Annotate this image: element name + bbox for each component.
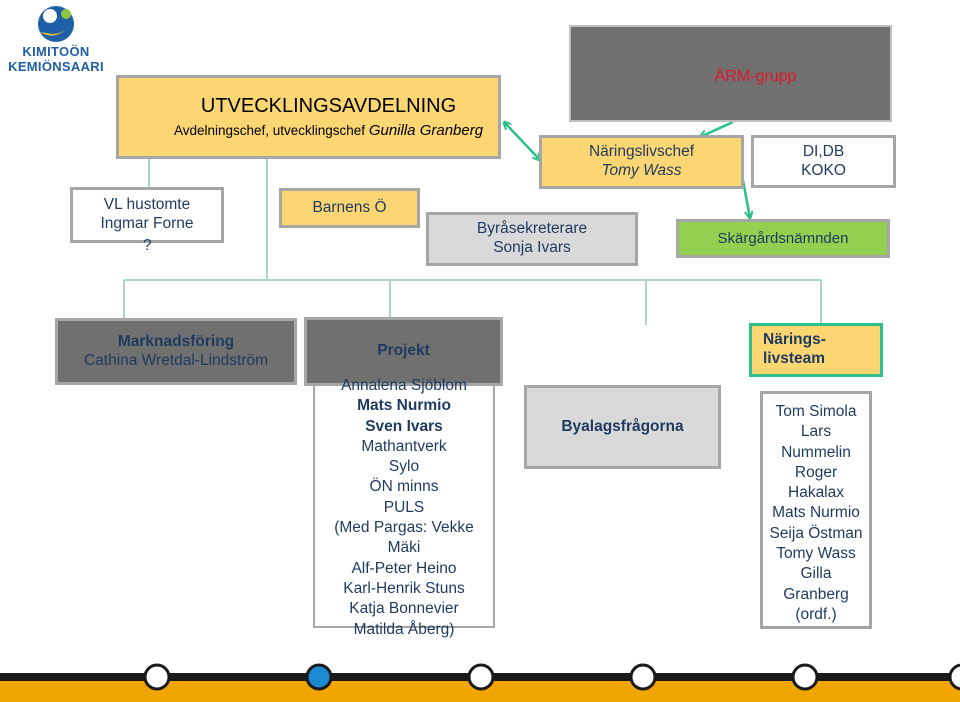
byra-title: Byråsekreterare <box>476 220 588 238</box>
arm-grupp-label: ÄRM-grupp <box>714 68 797 85</box>
barnens-o-box: Barnens Ö <box>279 188 420 228</box>
team-member: Gilla <box>800 565 832 583</box>
projekt-line: Karl-Henrik Stuns <box>343 579 465 597</box>
naringslivsteam-header-box: Närings- livsteam <box>749 323 883 377</box>
projekt-line: (Med Pargas: Vekke <box>334 519 474 537</box>
projekt-line: Alf-Peter Heino <box>351 559 457 577</box>
timeline-orange-bar <box>0 680 960 702</box>
arm-grupp-box: ÄRM-grupp <box>569 25 892 122</box>
team-member: Lars <box>800 423 832 441</box>
timeline-dot <box>629 663 657 691</box>
timeline-dot-active <box>305 663 333 691</box>
vl-line2: Ingmar Forne <box>100 215 194 232</box>
projekt-line: Annalena Sjöblom <box>341 377 467 394</box>
projekt-line: ÖN minns <box>369 478 439 496</box>
byalagsfragorna-box: Byalagsfrågorna <box>524 385 721 469</box>
marknad-name: Cathina Wretdal-Lindström <box>83 351 269 369</box>
byrasekreterare-box: Byråsekreterare Sonja Ivars <box>426 212 638 266</box>
timeline-dot <box>791 663 819 691</box>
naringslivschef-box: Näringslivschef Tomy Wass <box>539 135 744 189</box>
projekt-line: Matilda Åberg) <box>353 620 455 638</box>
team-member: Tom Simola <box>775 403 857 420</box>
logo-mark-icon <box>38 6 74 42</box>
didb-koko-box: DI,DB KOKO <box>751 135 896 188</box>
naringslivschef-name: Tomy Wass <box>601 162 682 179</box>
projekt-lines: Annalena Sjöblom Mats Nurmio Sven Ivars … <box>313 376 495 640</box>
didb-line2: KOKO <box>801 161 846 179</box>
utvecklingsavdelning-box: UTVECKLINGSAVDELNING Avdelningschef, utv… <box>116 75 501 159</box>
naringslivsteam-members-box: Tom Simola Lars Nummelin Roger Hakalax M… <box>760 391 872 629</box>
timeline-dot <box>948 663 960 691</box>
byra-name: Sonja Ivars <box>493 239 571 256</box>
arrow-utv-naring <box>504 122 540 160</box>
projekt-header-box: Projekt <box>304 317 503 386</box>
team-member: Tomy Wass <box>776 545 856 563</box>
timeline-dot <box>467 663 495 691</box>
naringslivschef-title: Näringslivschef <box>588 143 695 161</box>
marknadsforing-box: Marknadsföring Cathina Wretdal-Lindström <box>55 318 297 385</box>
didb-line1: DI,DB <box>802 142 845 160</box>
utveckling-name: Gunilla Granberg <box>368 122 484 139</box>
projekt-line: Sven Ivars <box>365 417 443 435</box>
vl-line3: ? <box>143 237 152 254</box>
arrow-arm-naring <box>700 120 734 137</box>
projekt-line: Mäki <box>387 539 421 557</box>
team-member: Mats Nurmio <box>772 504 860 522</box>
skargardsnamnden-box: Skärgårdsnämnden <box>676 219 890 258</box>
utveckling-subtitle-row: Avdelningschef, utvecklingschef Gunilla … <box>174 122 483 140</box>
team-member: Seija Östman <box>769 524 863 542</box>
kimitoon-logo <box>6 2 106 82</box>
projekt-title: Projekt <box>377 342 430 360</box>
team-title-line2: livsteam <box>763 350 826 367</box>
projekt-line: Katja Bonnevier <box>349 600 459 618</box>
logo-line2: KEMIÖNSAARI <box>8 59 104 74</box>
barnens-label: Barnens Ö <box>312 198 387 216</box>
team-member: Roger <box>794 463 838 481</box>
vl-hustomte-box: VL hustomte Ingmar Forne ? <box>70 187 224 254</box>
projekt-line: Mats Nurmio <box>357 397 451 415</box>
timeline-dot <box>143 663 171 691</box>
team-member: Granberg <box>783 585 849 603</box>
projekt-line: PULS <box>383 498 425 516</box>
team-member: Hakalax <box>788 484 844 502</box>
marknad-title: Marknadsföring <box>117 332 235 350</box>
team-member: (ordf.) <box>795 605 837 623</box>
projekt-line: Mathantverk <box>361 437 447 455</box>
skargard-label: Skärgårdsnämnden <box>717 229 849 247</box>
logo-line1: KIMITOÖN <box>22 44 90 59</box>
byalag-label: Byalagsfrågorna <box>561 417 684 435</box>
team-title-line1: Närings- <box>763 331 826 349</box>
vl-line1: VL hustomte <box>103 196 191 214</box>
logo-text: KIMITOÖN KEMIÖNSAARI <box>4 44 108 74</box>
utveckling-subtitle: Avdelningschef, utvecklingschef <box>173 123 366 138</box>
team-member: Nummelin <box>781 443 851 461</box>
utveckling-title: UTVECKLINGSAVDELNING <box>200 95 457 117</box>
projekt-line: Sylo <box>388 458 420 476</box>
